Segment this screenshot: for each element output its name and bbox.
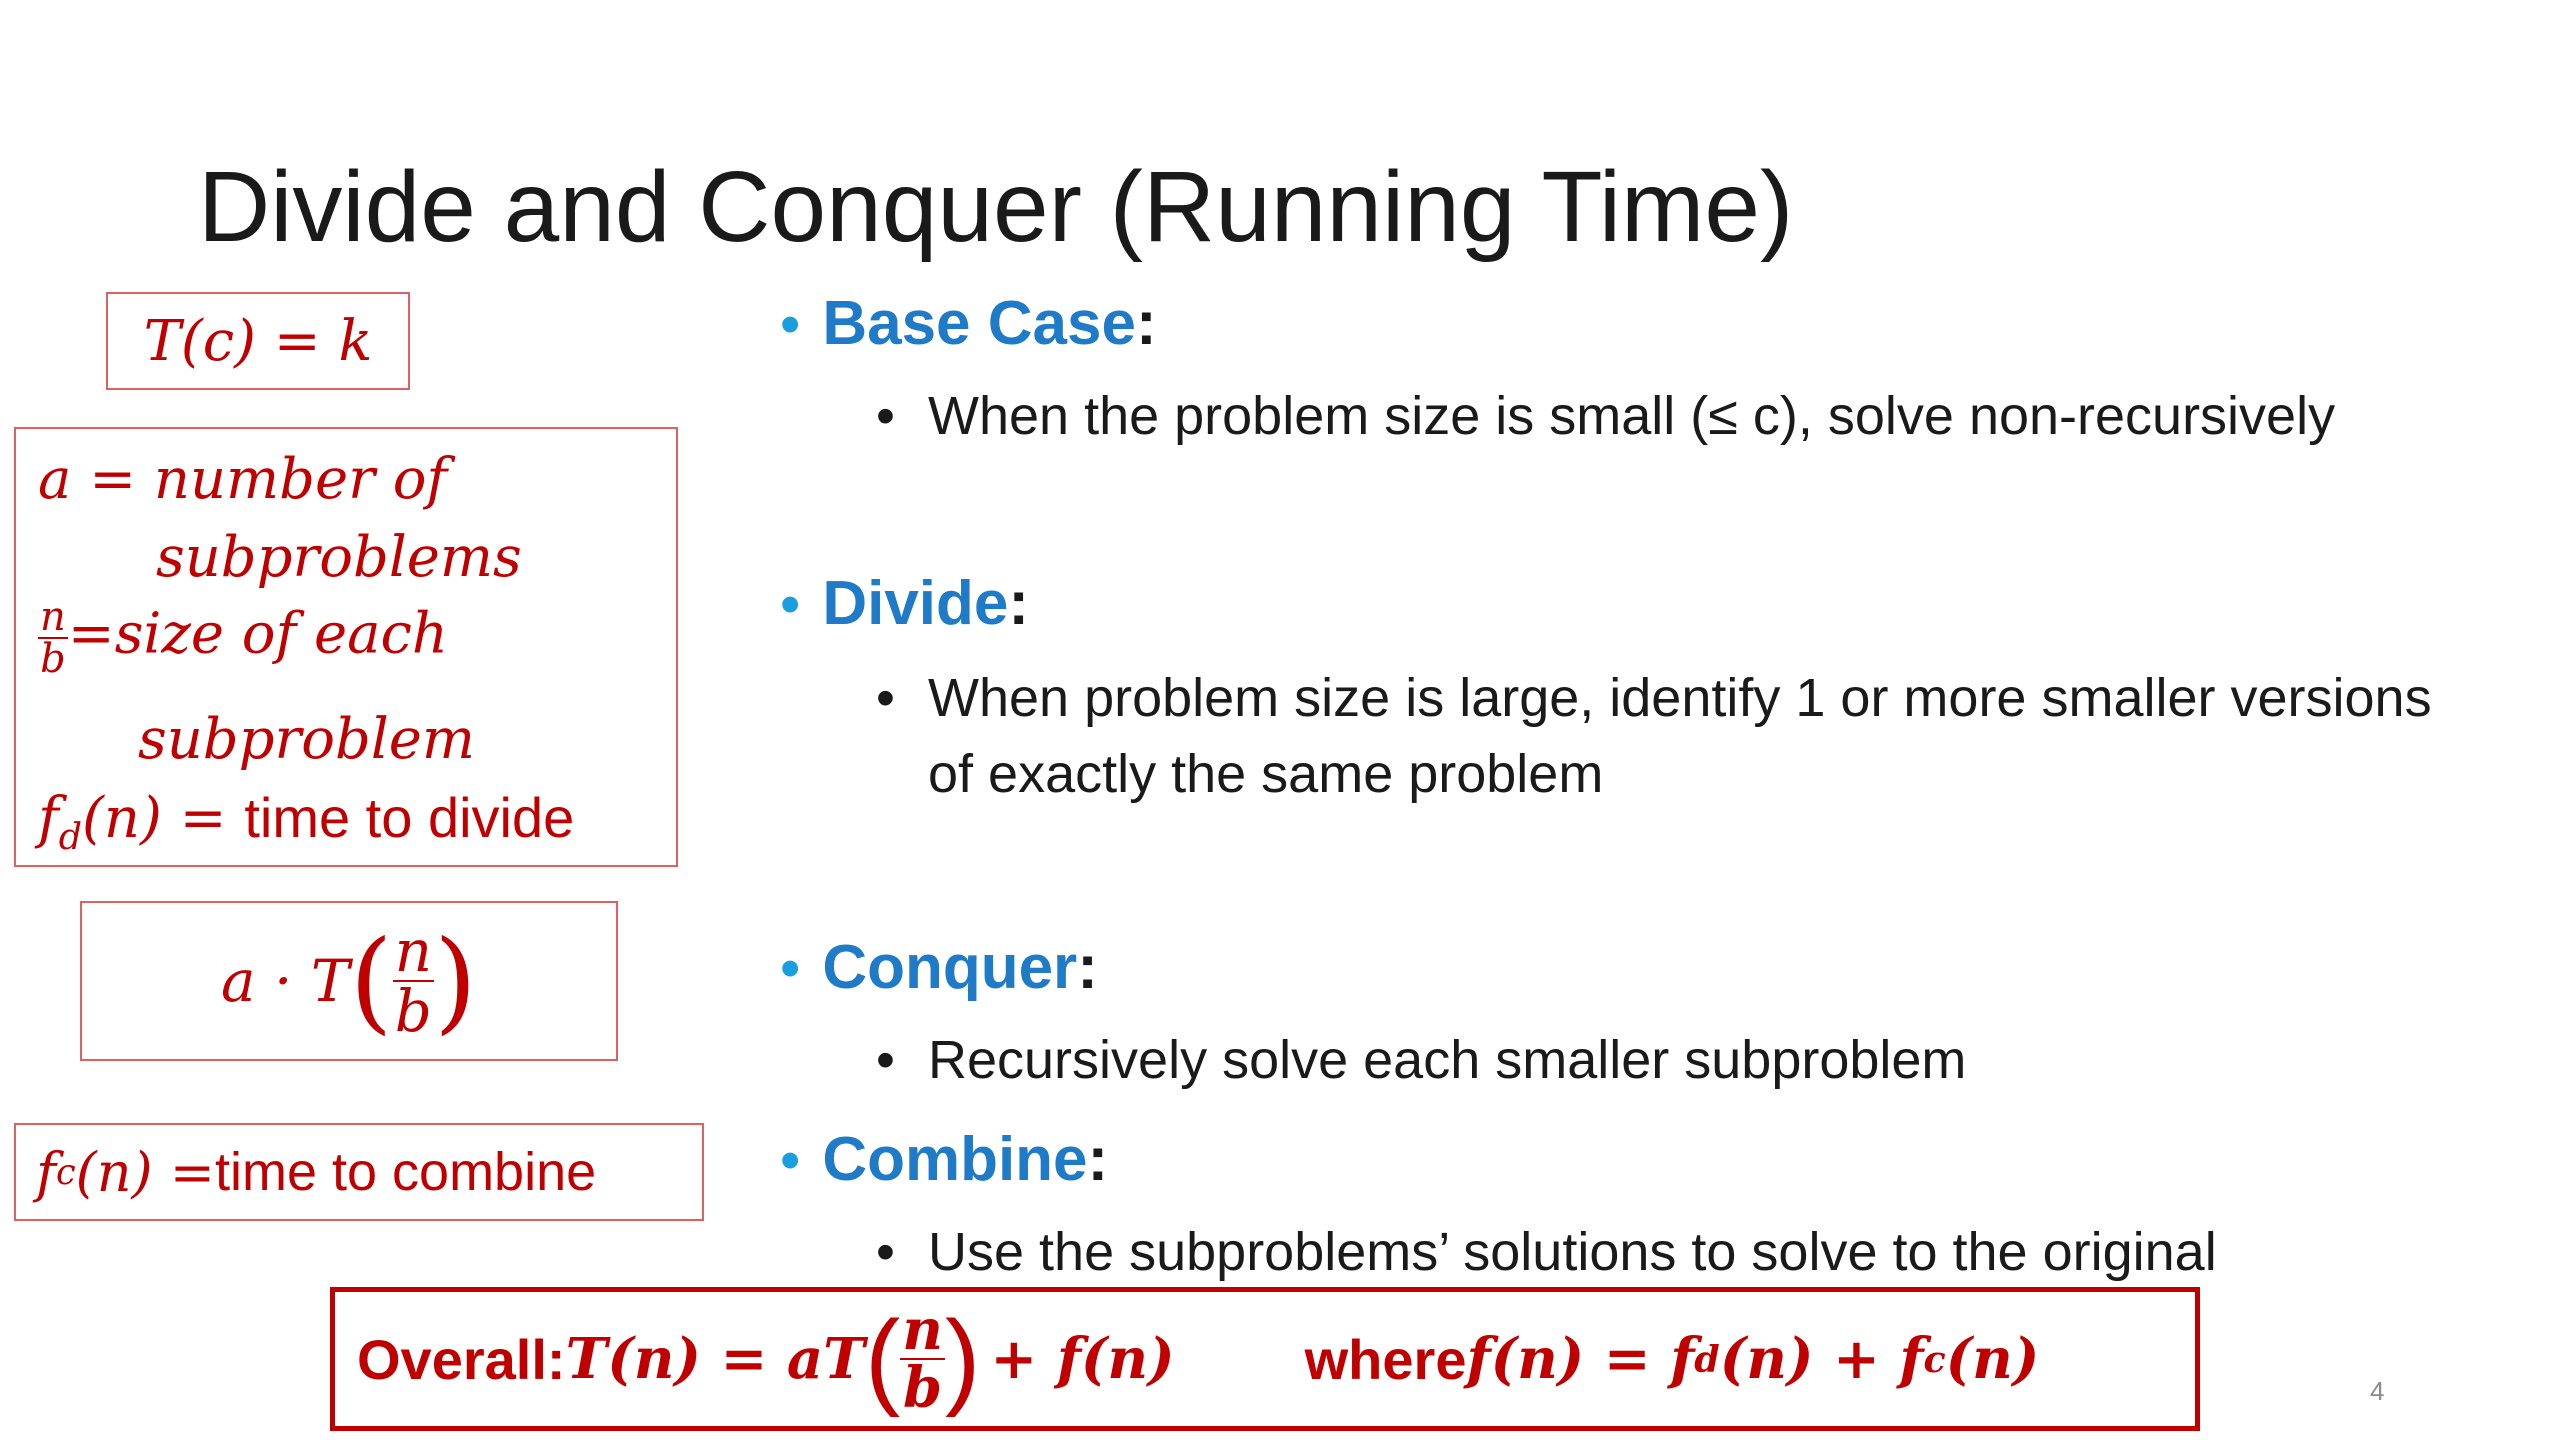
sub-bullet-dot-icon: • — [876, 668, 895, 728]
fd-args: (n) = — [82, 786, 245, 851]
where-subscript-c: c — [1923, 1337, 1946, 1381]
where-end: (n) — [1945, 1326, 2040, 1392]
fc-description: time to combine — [214, 1142, 597, 1202]
fraction-denominator: b — [40, 636, 66, 682]
base-case-formula: T(c) = k — [143, 308, 373, 374]
sub-bullet-text: When the problem size is small (≤ c), so… — [928, 386, 2336, 446]
def-a-text-2: subproblems — [156, 525, 522, 590]
def-a-line-2: subproblems — [156, 525, 522, 590]
sub-bullet-dot-icon: • — [876, 1222, 895, 1282]
overall-recurrence-box: Overall: T(n) = aT( n b )+ f(n) where f(… — [330, 1287, 2200, 1431]
where-label: where — [1304, 1327, 1467, 1391]
bullet-dot-icon: • — [780, 1128, 801, 1193]
conquer-formula-box: a · T ( n b ) — [80, 901, 618, 1061]
bullet-conquer: •Conquer: — [780, 933, 1098, 1002]
fd-subscript: d — [58, 815, 83, 859]
sub-bullet-combine: • Use the subproblems’ solutions to solv… — [876, 1214, 2217, 1290]
sub-bullet-text: When problem size is large, identify 1 o… — [928, 668, 2432, 804]
fraction-numerator: n — [38, 594, 68, 640]
conquer-fraction: n b — [392, 917, 434, 1045]
where-lhs: f(n) = f — [1466, 1326, 1695, 1392]
fc-args: (n) = — [75, 1140, 215, 1204]
bullet-divide: •Divide: — [780, 569, 1030, 638]
left-paren: ( — [349, 916, 393, 1045]
sub-bullet-text: Recursively solve each smaller subproble… — [928, 1030, 1967, 1090]
right-paren: ) — [433, 916, 477, 1045]
overall-rhs: + f(n) — [990, 1326, 1175, 1392]
where-subscript-d: d — [1694, 1337, 1720, 1381]
sub-bullet-conquer: • Recursively solve each smaller subprob… — [876, 1022, 1966, 1098]
n-over-b-fraction: n b — [38, 597, 68, 679]
sub-bullet-base-case: • When the problem size is small (≤ c), … — [876, 378, 2335, 454]
fc-symbol: f — [36, 1140, 56, 1204]
def-nb-line: n b =size of each — [38, 597, 448, 679]
fc-subscript: c — [56, 1151, 76, 1193]
overall-label: Overall: — [357, 1327, 566, 1391]
conquer-numerator: n — [392, 917, 434, 985]
definitions-box: a = number of subproblems n b =size of e… — [14, 427, 678, 867]
bullet-dot-icon: • — [780, 936, 801, 1001]
left-paren: ( — [864, 1298, 901, 1418]
conquer-formula-prefix: a · T — [221, 947, 350, 1015]
bullet-heading: Divide — [822, 569, 1009, 638]
sub-bullet-dot-icon: • — [876, 1030, 895, 1090]
overall-denominator: b — [903, 1355, 943, 1421]
bullet-dot-icon: • — [780, 572, 801, 637]
base-case-formula-box: T(c) = k — [106, 292, 410, 390]
overall-lhs: T(n) = aT — [565, 1326, 865, 1392]
bullet-combine: •Combine: — [780, 1125, 1109, 1194]
def-fd-line: fd(n) = time to divide — [38, 785, 574, 858]
slide-title: Divide and Conquer (Running Time) — [198, 151, 1794, 263]
bullet-base-case: •Base Case: — [780, 289, 1157, 358]
bullet-heading: Base Case — [822, 289, 1136, 358]
def-nb-line-2: subproblem — [138, 707, 475, 772]
sub-bullet-divide: • When problem size is large, identify 1… — [876, 660, 2476, 812]
def-a-line: a = number of — [38, 447, 447, 512]
right-paren: ) — [944, 1298, 981, 1418]
bullet-heading: Combine — [822, 1125, 1088, 1194]
fd-description: time to divide — [244, 786, 575, 849]
def-size-text: =size of each — [67, 601, 448, 667]
page-number: 4 — [2370, 1376, 2385, 1406]
overall-fraction: n b — [900, 1302, 945, 1416]
sub-bullet-text: Use the subproblems’ solutions to solve … — [928, 1222, 2217, 1282]
bullet-dot-icon: • — [780, 292, 801, 357]
bullet-heading: Conquer — [822, 933, 1078, 1002]
def-size-text-2: subproblem — [138, 707, 475, 772]
where-mid: (n) + f — [1719, 1326, 1924, 1392]
def-a-text: a = number of — [38, 447, 448, 512]
sub-bullet-dot-icon: • — [876, 386, 895, 446]
conquer-denominator: b — [394, 977, 432, 1045]
fd-symbol: f — [38, 786, 59, 851]
overall-numerator: n — [900, 1297, 945, 1363]
